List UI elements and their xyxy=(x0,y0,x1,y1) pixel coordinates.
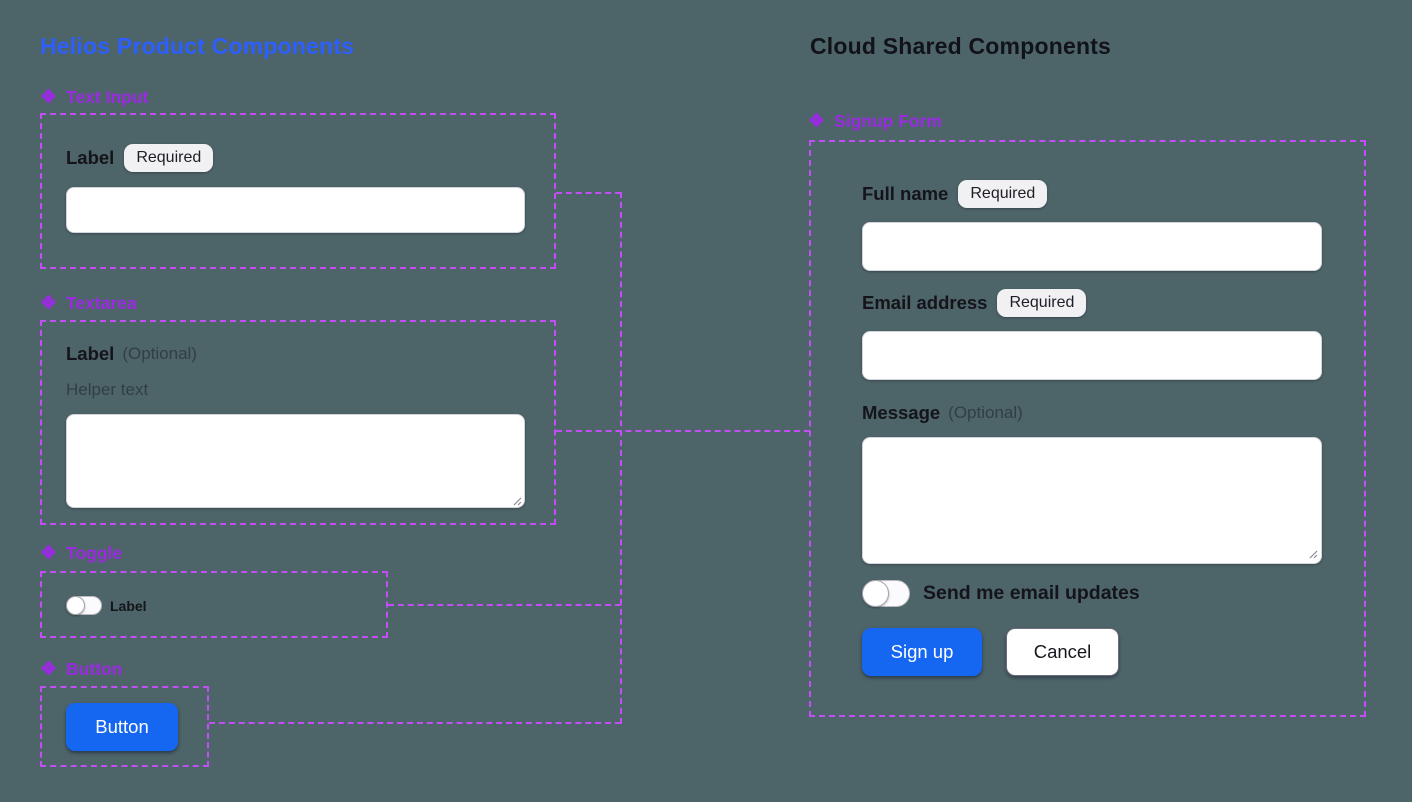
message-textarea[interactable] xyxy=(862,437,1322,564)
signup-form-frame xyxy=(809,140,1366,717)
connector-text-input xyxy=(556,192,621,194)
component-diamond-icon: ❖ xyxy=(40,543,58,564)
connector-button xyxy=(209,722,621,724)
text-input-field[interactable] xyxy=(66,187,525,233)
email-label-row: Email address Required xyxy=(862,289,1087,318)
text-input-component-frame xyxy=(40,113,556,269)
email-updates-row: Send me email updates xyxy=(862,579,1140,607)
component-heading-signup-form: ❖ Signup Form xyxy=(808,111,942,132)
component-diamond-icon: ❖ xyxy=(40,87,58,108)
sign-up-button[interactable]: Sign up xyxy=(862,628,982,676)
full-name-label-row: Full name Required xyxy=(862,180,1048,209)
textarea-component-frame xyxy=(40,320,556,525)
required-badge: Required xyxy=(997,289,1087,318)
toggle-row: Label xyxy=(66,595,147,615)
component-heading-label: Signup Form xyxy=(834,111,942,131)
toggle-label: Label xyxy=(110,597,147,614)
button-component-frame xyxy=(40,686,209,767)
component-heading-textarea: ❖ Textarea xyxy=(40,293,137,314)
right-section-title: Cloud Shared Components xyxy=(810,33,1112,59)
toggle-knob xyxy=(66,595,85,615)
sample-button[interactable]: Button xyxy=(66,703,178,751)
connector-toggle xyxy=(388,604,621,606)
email-input[interactable] xyxy=(862,331,1322,380)
required-badge: Required xyxy=(124,144,214,173)
email-label: Email address xyxy=(862,292,988,314)
component-heading-label: Toggle xyxy=(66,543,123,563)
cancel-button[interactable]: Cancel xyxy=(1006,628,1119,676)
connector-trunk xyxy=(620,192,622,724)
component-heading-label: Text Input xyxy=(66,87,149,107)
component-heading-toggle: ❖ Toggle xyxy=(40,543,122,564)
component-heading-label: Button xyxy=(66,659,123,679)
optional-hint: (Optional) xyxy=(122,344,197,363)
component-heading-text-input: ❖ Text Input xyxy=(40,87,148,108)
component-heading-button: ❖ Button xyxy=(40,659,122,680)
component-diamond-icon: ❖ xyxy=(808,111,826,132)
optional-hint: (Optional) xyxy=(948,403,1023,422)
email-updates-label: Send me email updates xyxy=(923,582,1140,604)
toggle-component-frame xyxy=(40,571,388,638)
required-badge: Required xyxy=(958,180,1048,209)
textarea-field[interactable] xyxy=(66,414,525,508)
component-heading-label: Textarea xyxy=(66,293,137,313)
toggle-switch[interactable] xyxy=(66,595,102,615)
toggle-knob xyxy=(862,579,889,607)
message-label-row: Message (Optional) xyxy=(862,402,1023,424)
textarea-label: Label xyxy=(66,343,115,364)
message-label: Message xyxy=(862,402,941,423)
textarea-helper-text: Helper text xyxy=(66,380,149,399)
textarea-label-row: Label (Optional) xyxy=(66,343,197,365)
left-section-title: Helios Product Components xyxy=(40,33,355,59)
text-input-label-row: Label Required xyxy=(66,144,214,173)
component-diamond-icon: ❖ xyxy=(40,659,58,680)
email-updates-toggle[interactable] xyxy=(862,579,910,607)
component-diamond-icon: ❖ xyxy=(40,293,58,314)
full-name-label: Full name xyxy=(862,183,949,205)
connector-textarea xyxy=(556,430,810,432)
full-name-input[interactable] xyxy=(862,222,1322,271)
text-input-label: Label xyxy=(66,147,115,169)
